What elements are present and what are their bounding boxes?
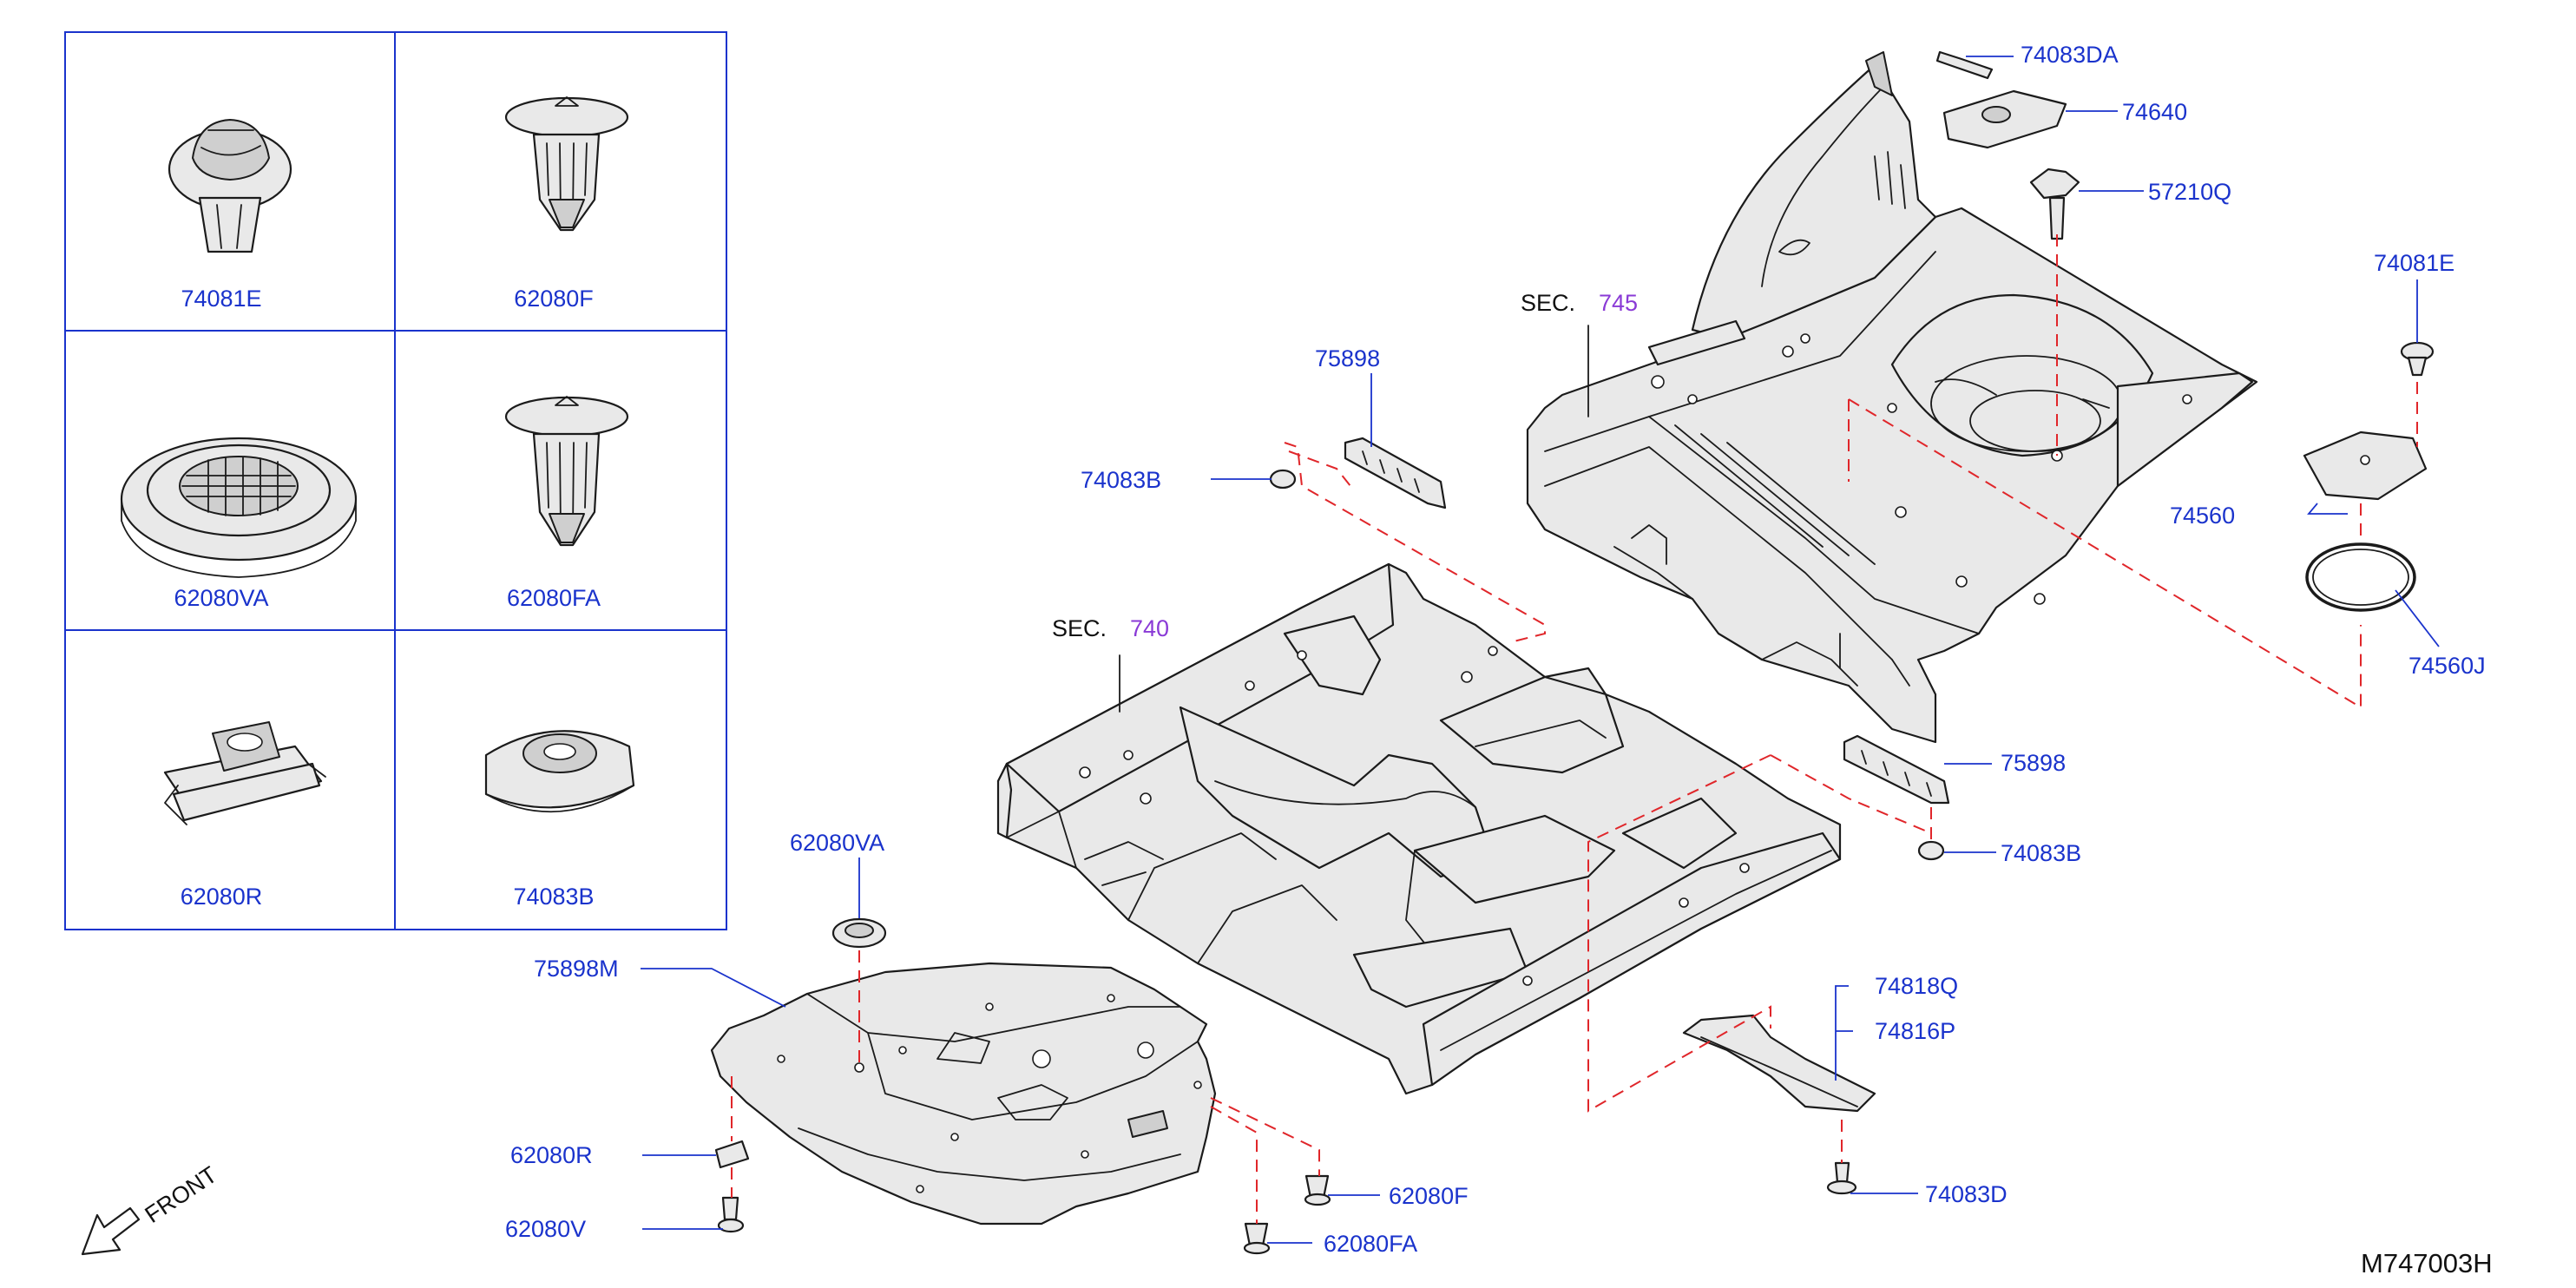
legend-label-74083b: 74083B [513,884,594,910]
legend-label-62080fa: 62080FA [507,585,601,611]
grommet-62080va-icon [120,437,358,578]
clip-62080f-detail [1304,1174,1331,1206]
leader-lines [641,56,2440,1244]
label-62080f: 62080F [1389,1183,1469,1209]
legend-label-74081e: 74081E [181,286,261,312]
clip-62080fa-icon [504,396,629,547]
under-cover-75898m [710,962,1217,1226]
nut-74083b-upper [1269,469,1297,490]
bracket-75898-upper [1344,437,1447,509]
label-62080va: 62080VA [790,830,884,856]
label-74083b-upper: 74083B [1081,467,1161,493]
label-74640: 74640 [2122,99,2187,125]
nut-74083b-icon [484,730,635,813]
clip-62080fa-detail [1243,1222,1271,1255]
phantom-lines [731,234,2418,1224]
label-74560: 74560 [2170,503,2235,529]
rear-floor-panel [1526,51,2258,744]
label-62080fa: 62080FA [1324,1231,1417,1257]
front-label: FRONT [141,1161,222,1228]
label-74816p: 74816P [1875,1018,1955,1044]
part-labels: 74083DA 74640 57210Q 74081E 74560 74560J… [505,42,2486,1257]
section-ref-740-number: 740 [1130,615,1169,641]
clip-74081e-detail [2400,341,2435,377]
spare-tire-bolt-57210q [2029,168,2080,240]
legend-cell-62080r: 62080R [163,721,326,910]
clip-62080f-icon [504,96,629,232]
plug-74560 [2303,430,2428,501]
label-74083da: 74083DA [2021,42,2119,68]
legend-label-62080r: 62080R [181,884,263,910]
legend-grid: 74081E 62080F 62080VA [64,31,727,930]
label-74083b-lower: 74083B [2001,840,2081,866]
label-74083d: 74083D [1925,1181,2008,1207]
label-62080r: 62080R [510,1142,593,1168]
clip-74081e-icon [168,119,292,253]
legend-cell-74083b: 74083B [484,730,635,910]
crossmember-74816p [1682,1014,1876,1113]
front-floor-panel [996,562,1842,1095]
retainer-62080r-icon [163,721,326,825]
label-75898-upper: 75898 [1315,345,1380,371]
legend-label-62080va: 62080VA [174,585,268,611]
bracket-74640 [1942,89,2067,149]
front-direction-indicator: FRONT [81,1161,222,1256]
drawing-code: M747003H [2361,1248,2493,1278]
legend-label-62080f: 62080F [514,286,594,312]
label-75898m: 75898M [534,956,619,982]
legend-cell-62080fa: 62080FA [504,396,629,611]
bolt-74083d-detail [1826,1161,1857,1195]
bolt-62080v-detail [717,1196,745,1233]
legend-cell-74081e: 74081E [168,119,292,312]
retainer-62080r-detail [714,1140,750,1169]
label-57210q: 57210Q [2148,179,2231,205]
seal-74560j [2305,542,2416,612]
section-ref-745: SEC. 745 [1521,290,1638,316]
bracket-75898-lower [1843,734,1950,805]
label-74818q: 74818Q [1875,973,1958,999]
section-ref-740: SEC. 740 [1052,615,1169,641]
front-arrow-icon [81,1206,141,1256]
label-74081e: 74081E [2374,250,2454,276]
legend-cell-62080va: 62080VA [120,437,358,611]
label-62080v: 62080V [505,1216,586,1242]
nut-74083b-lower [1917,840,1945,861]
bolt-74083da [1935,50,1994,80]
section-ref-740-prefix: SEC. [1052,615,1107,641]
section-ref-745-prefix: SEC. [1521,290,1575,316]
label-74560j: 74560J [2408,653,2486,679]
label-75898-lower: 75898 [2001,750,2066,776]
grommet-62080va-detail [831,917,887,949]
section-ref-745-number: 745 [1599,290,1638,316]
legend-cell-62080f: 62080F [504,96,629,312]
